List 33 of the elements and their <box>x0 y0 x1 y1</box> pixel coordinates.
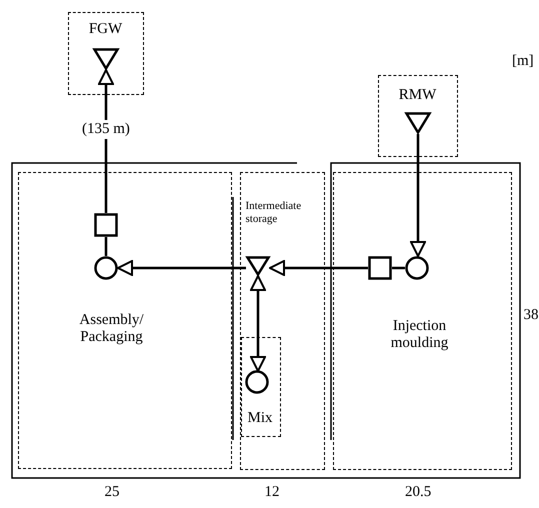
warehouse-box <box>68 12 144 95</box>
operation-circle <box>245 370 269 394</box>
flow-arrow <box>269 260 368 276</box>
area-label: Injection moulding <box>390 318 450 352</box>
area-label: RMW <box>398 86 438 104</box>
department-area <box>240 172 325 470</box>
operation-circle <box>94 256 118 280</box>
area-label: FGW <box>88 20 124 38</box>
transport-square <box>94 212 118 236</box>
department-area <box>333 172 512 470</box>
dimension-label: 12 <box>264 484 280 501</box>
storage-triangle <box>246 256 270 276</box>
transport-square <box>368 256 392 280</box>
department-area <box>240 336 280 436</box>
flow-line <box>392 266 405 270</box>
flow-arrow <box>250 275 266 372</box>
flow-arrow <box>98 69 114 213</box>
dimension-label: 20.5 <box>405 484 432 501</box>
area-label: Intermediate storage <box>246 200 302 226</box>
unit-label: [m] <box>512 53 534 70</box>
warehouse-box <box>378 75 458 157</box>
flow-arrow <box>117 260 246 276</box>
department-area <box>18 172 232 469</box>
dimension-label: 25 <box>104 484 120 501</box>
flow-arrow <box>410 134 426 257</box>
area-label: Mix <box>246 410 274 427</box>
dimension-label: 38 <box>524 307 538 324</box>
storage-triangle <box>404 112 430 134</box>
area-label: Assembly/ Packaging <box>78 312 145 346</box>
edge-label: (135 m) <box>80 120 132 139</box>
operation-circle <box>404 256 428 280</box>
flow-line <box>104 237 108 256</box>
storage-triangle <box>92 48 118 70</box>
